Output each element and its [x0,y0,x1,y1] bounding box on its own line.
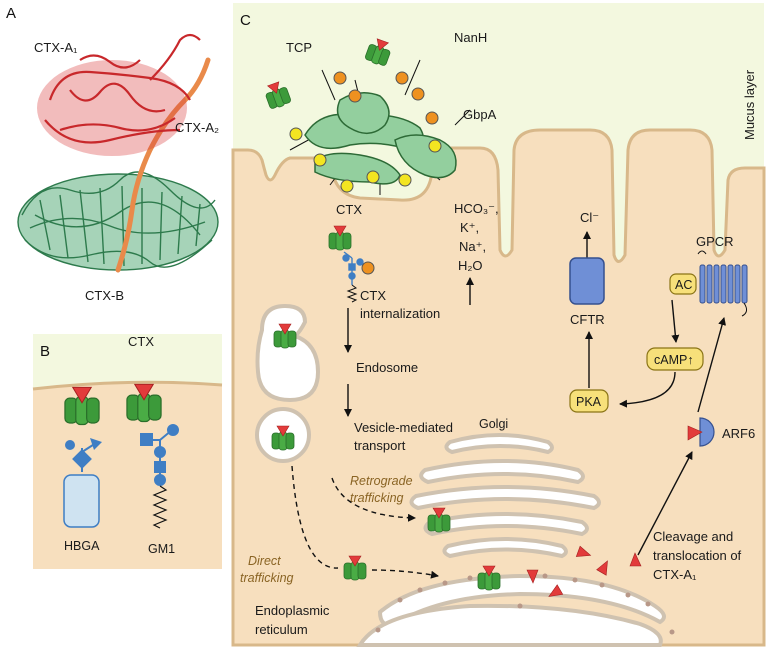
golgi-label: Golgi [479,417,508,431]
direct-arrow-1 [291,465,339,569]
ribosomes [375,573,675,635]
golgi-apparatus [409,433,601,559]
endoplasmic-reticulum [356,573,666,647]
to-arf6-arrow [637,451,693,556]
tcp-label: TCP [286,40,312,55]
ion-h2o: H₂O [458,258,483,273]
vibrio-bacteria [289,59,471,195]
gm1-tail [346,284,358,303]
vesicle-label-2: transport [354,438,406,453]
panel-c: C Mucus layer [231,3,766,647]
vesicle-label-1: Vesicle-mediated [354,420,453,435]
gbpa-label: GbpA [463,107,497,122]
ac-enzyme [669,273,697,295]
ion-na: Na⁺, [459,239,486,254]
gpcr-receptor [697,250,748,317]
ion-hco3: HCO₃⁻, [454,201,499,216]
retrograde-arrow [331,477,416,522]
er-label-1: Endoplasmic [255,603,330,618]
gm1-receptor [342,251,364,285]
ac-to-camp-arrow [671,299,680,343]
panel-b-letter: B [40,343,50,360]
arf6-complex [687,417,715,447]
cleavage-label-3: CTX-A₁ [653,567,697,582]
ctx-a2-helix [115,57,211,273]
gm1-glycan [140,424,179,486]
arf6-label: ARF6 [722,426,755,441]
cftr-channel [569,257,605,305]
hbga-protein [63,474,100,528]
panel-a-letter: A [6,5,16,22]
gpcr-label: GPCR [696,234,734,249]
er-label-2: reticulum [255,622,308,637]
camp-box [646,347,704,371]
internalization-label-1: CTX [360,288,386,303]
arf6-to-gpcr-arrow [697,317,726,413]
gbpa-yellow-dots [289,127,442,193]
nanh-label: NanH [454,30,487,45]
panel-c-letter: C [240,12,251,29]
camp-label: cAMP↑ [654,353,694,367]
ion-k: K⁺, [460,220,479,235]
direct-label-2: trafficking [240,571,294,585]
internalization-label-2: internalization [360,306,440,321]
panel-b-ctx-label: CTX [128,334,154,349]
pka-label: PKA [576,395,602,409]
ctx-a1-label: CTX-A₁ [34,40,78,55]
epithelial-cell [231,128,766,647]
ctx-a1-structure [37,33,201,156]
ctx-b-structure [17,171,219,271]
cleavage-label-2: translocation of [653,548,742,563]
direct-label-1: Direct [248,554,281,568]
retrograde-label-1: Retrograde [350,474,413,488]
gm1-lipid-tail [152,485,168,529]
ctx-b-label: CTX-B [85,288,124,303]
ctx-a2-label: CTX-A₂ [175,120,219,135]
nanh-orange-dots [333,71,439,125]
panel-a: A CTX-A₁ CTX-A₂ CTX-B [6,5,219,303]
gm1-label: GM1 [148,542,175,556]
mucus-layer-label: Mucus layer [742,69,757,140]
retrograde-label-2: trafficking [350,491,404,505]
ac-label: AC [675,278,692,292]
nanh-at-membrane [361,261,375,275]
cl-label: Cl⁻ [580,210,599,225]
pka-box [569,389,609,413]
hbga-glycan [65,438,102,472]
panel-b-membrane [32,380,223,391]
camp-to-pka-arrow [619,371,676,408]
panel-b: B CTX HBGA GM1 [32,334,223,569]
cftr-label: CFTR [570,312,605,327]
endosome [255,303,321,403]
endosome-label: Endosome [356,360,418,375]
hbga-label: HBGA [64,539,100,553]
ctx-label: CTX [336,202,362,217]
cleavage-label-1: Cleavage and [653,529,733,544]
